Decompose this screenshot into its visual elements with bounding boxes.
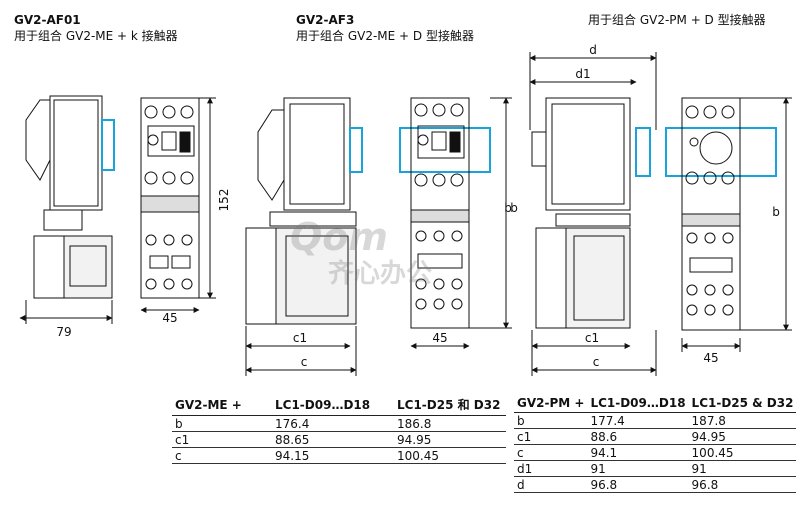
dim-pm-width: 45 (703, 351, 718, 365)
dim-pm-d1: d1 (575, 67, 590, 81)
table-cell: 91 (587, 460, 689, 477)
table-cell: 96.8 (688, 476, 797, 493)
dim-af3-width: 45 (432, 331, 447, 345)
table-cell: c (514, 444, 588, 461)
table-cell: 96.8 (587, 476, 689, 493)
dim-af3-c: c (301, 355, 308, 369)
dim-af01-height: 152 (217, 189, 231, 212)
table-me-header-row: GV2-ME + LC1-D09…D18 LC1-D25 和 D32 (172, 394, 506, 416)
title-pm-desc: 用于组合 GV2-PM + D 型接触器 (588, 13, 766, 27)
table-gv2-me: GV2-ME + LC1-D09…D18 LC1-D25 和 D32 b 176… (172, 394, 506, 464)
table-row: c1 88.6 94.95 (514, 428, 797, 445)
title-pm: 用于组合 GV2-PM + D 型接触器 (588, 12, 766, 28)
table-gv2-pm: GV2-PM + LC1-D09…D18 LC1-D25 & D32 b 177… (514, 394, 797, 493)
table-cell: d (514, 476, 588, 493)
table-row: d 96.8 96.8 (514, 476, 797, 493)
title-af3-code: GV2-AF3 (296, 13, 355, 27)
table-cell: c1 (514, 428, 588, 445)
table-pm-header-row: GV2-PM + LC1-D09…D18 LC1-D25 & D32 (514, 394, 797, 413)
table-row: c 94.15 100.45 (172, 447, 506, 464)
table-cell: c (172, 447, 272, 464)
title-af01-desc: 用于组合 GV2-ME + k 接触器 (14, 29, 178, 43)
title-af01: GV2-AF01 用于组合 GV2-ME + k 接触器 (14, 12, 178, 44)
table-me-header: GV2-ME + (172, 394, 272, 416)
table-me-header: LC1-D09…D18 (272, 394, 394, 416)
table-pm-header: GV2-PM + (514, 394, 588, 413)
dim-pm-b-front: b (772, 205, 780, 219)
table-cell: 186.8 (394, 415, 506, 432)
af3-side-view (245, 97, 363, 376)
table-row: b 177.4 187.8 (514, 412, 797, 429)
table-cell: 94.95 (394, 431, 506, 448)
dim-af3-b: b (510, 201, 518, 215)
table-row: b 176.4 186.8 (172, 415, 506, 432)
table-cell: 100.45 (688, 444, 797, 461)
dim-af01-side-width: 79 (56, 325, 71, 339)
table-cell: 94.1 (587, 444, 689, 461)
title-af01-code: GV2-AF01 (14, 13, 81, 27)
table-cell: 88.65 (272, 431, 394, 448)
title-af3: GV2-AF3 用于组合 GV2-ME + D 型接触器 (296, 12, 474, 44)
af3-front-view (399, 97, 512, 349)
table-cell: 176.4 (272, 415, 394, 432)
table-row: d1 91 91 (514, 460, 797, 477)
table-cell: 94.15 (272, 447, 394, 464)
table-cell: b (172, 415, 272, 432)
table-cell: 100.45 (394, 447, 506, 464)
table-pm-header: LC1-D25 & D32 (688, 394, 797, 413)
watermark: Qom 齐心办公 (290, 215, 432, 289)
watermark-cn: 齐心办公 (328, 258, 432, 289)
title-af3-desc: 用于组合 GV2-ME + D 型接触器 (296, 29, 474, 43)
table-cell: 88.6 (587, 428, 689, 445)
dim-pm-d: d (589, 43, 597, 57)
table-cell: b (514, 412, 588, 429)
table-row: c 94.1 100.45 (514, 444, 797, 461)
pm-side-view (508, 52, 657, 376)
table-row: c1 88.65 94.95 (172, 431, 506, 448)
dim-pm-c1: c1 (585, 331, 599, 345)
pm-front-view (665, 97, 792, 352)
watermark-latin: Qom (290, 215, 388, 259)
table-cell: 94.95 (688, 428, 797, 445)
dim-af3-c1: c1 (293, 331, 307, 345)
table-pm-header: LC1-D09…D18 (587, 394, 689, 413)
af01-side-view (19, 95, 115, 324)
dim-af01-front-width: 45 (162, 311, 177, 325)
table-me-header: LC1-D25 和 D32 (394, 394, 506, 416)
table-cell: 177.4 (587, 412, 689, 429)
table-cell: c1 (172, 431, 272, 448)
af01-front-view (140, 97, 216, 313)
table-cell: 187.8 (688, 412, 797, 429)
table-cell: d1 (514, 460, 588, 477)
dim-pm-b-side: b (504, 201, 512, 215)
dim-pm-c: c (593, 355, 600, 369)
table-cell: 91 (688, 460, 797, 477)
